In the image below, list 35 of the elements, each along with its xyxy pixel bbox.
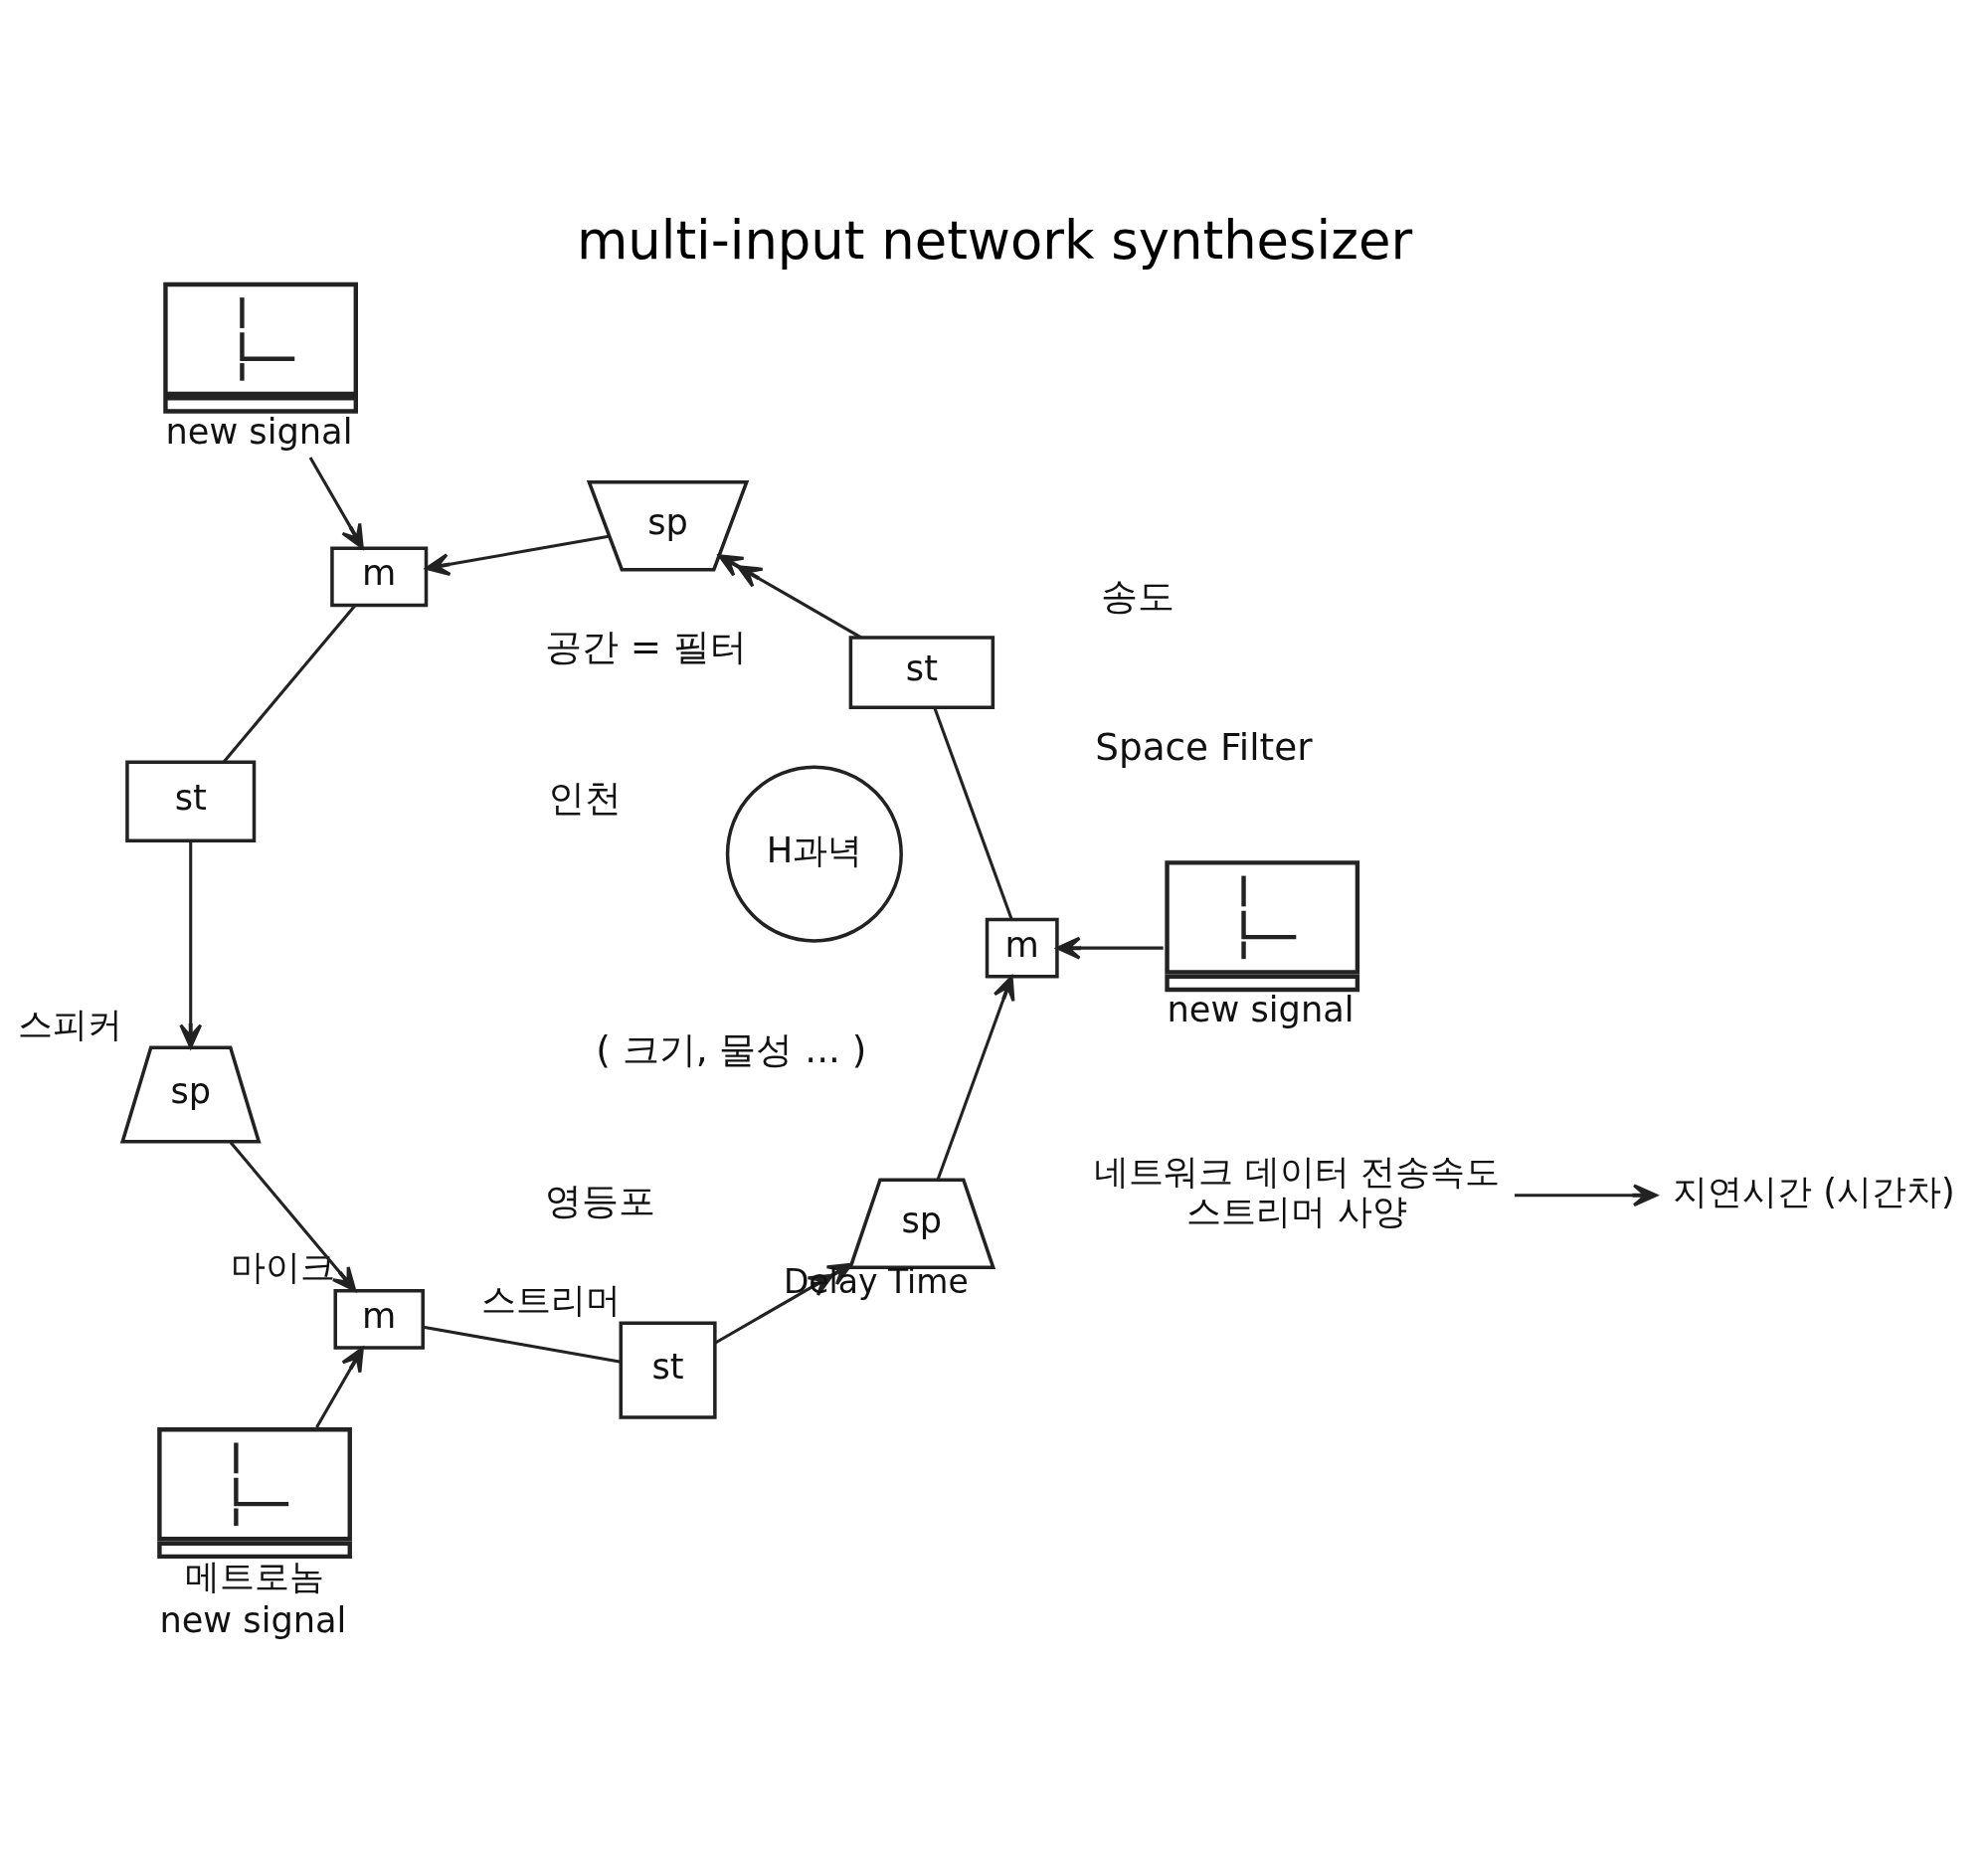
label: ( 크기, 물성 ... ) (595, 1026, 866, 1071)
node-label: 스피커 (17, 1003, 122, 1044)
arrow (425, 534, 609, 576)
node-box: m (329, 546, 428, 608)
label: 영등포 (544, 1178, 655, 1222)
node-label: new signal (1167, 989, 1355, 1030)
node-label: new signal (164, 411, 352, 453)
label: 인천 (547, 775, 622, 820)
node-box: st (124, 760, 256, 843)
arrow (178, 840, 202, 1049)
node-label: 메트로놈 (184, 1556, 324, 1597)
label: Space Filter (1094, 725, 1313, 770)
node-box: st (619, 1321, 717, 1419)
node-circle: H과녁 (725, 765, 903, 943)
arrow (314, 1347, 364, 1428)
arrow (1514, 1184, 1658, 1207)
diagram-title: multi-input network synthesizer (576, 209, 1412, 271)
arrow (308, 457, 364, 549)
arrow (1055, 936, 1164, 960)
connector (222, 604, 356, 763)
node-label: 마이크 (230, 1246, 335, 1288)
node-label: new signal (158, 1599, 346, 1641)
node-box: st (848, 636, 994, 710)
node-label: 스트리머 (480, 1278, 621, 1320)
connector (422, 1325, 622, 1364)
label: 송도 (1100, 574, 1175, 619)
node-box: m (985, 917, 1059, 979)
arrow (936, 975, 1014, 1181)
label: 공간 = 필터 (544, 625, 747, 669)
node-text: 지연시간 (시간차) (1672, 1171, 1955, 1212)
connector (932, 707, 1013, 921)
node-box: m (332, 1289, 425, 1350)
arrow (717, 554, 861, 640)
node-text: 네트워크 데이터 전송속도 스트리머 사양 (1093, 1151, 1500, 1231)
arrow (229, 1141, 356, 1292)
